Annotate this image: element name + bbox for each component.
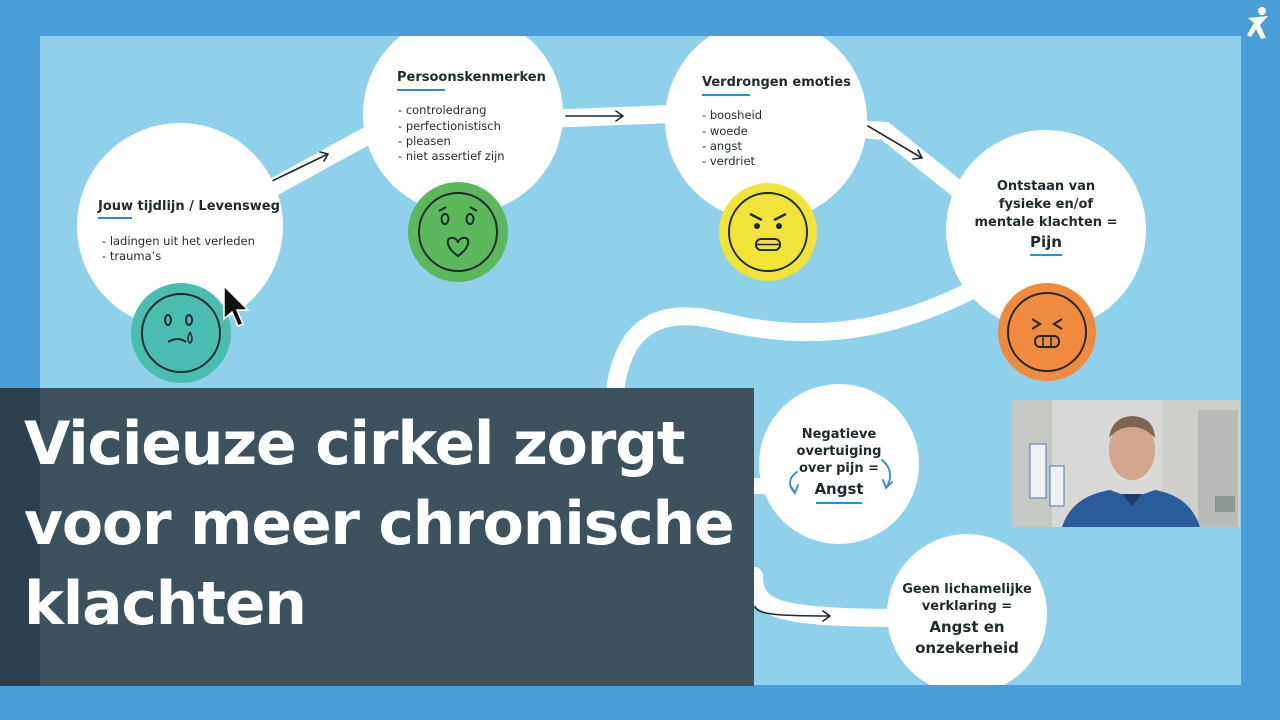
node-item: - angst [702, 139, 742, 153]
mouse-cursor-icon [223, 284, 250, 327]
node-title: Jouw tijdlijn / Levensweg [97, 199, 280, 214]
cycle-arrows-icon [789, 459, 893, 496]
node-item-text: angst [710, 139, 743, 153]
node-big-label: Angst en [929, 618, 1004, 636]
node-item: - verdriet [702, 154, 756, 168]
heart-mouth-face-icon [408, 182, 508, 282]
node-line: fysieke en/of [999, 197, 1094, 212]
node-line: over pijn = [799, 461, 879, 476]
caption-title: Vicieuze cirkel zorgt voor meer chronisc… [24, 409, 735, 639]
node-circle-angst [759, 384, 919, 544]
road-segment [745, 567, 919, 627]
node-circle-tijdlijn [77, 123, 283, 329]
node-item: - perfectionistisch [398, 119, 501, 133]
node-item: - trauma’s [102, 249, 161, 263]
node-circle-verdrongen [665, 36, 867, 221]
person-star-icon [1247, 7, 1268, 39]
node-line: verklaring = [922, 599, 1012, 614]
node-circle-persoonskenmerken [363, 36, 563, 214]
road-segment [604, 282, 979, 425]
node-title: Verdrongen emoties [702, 75, 851, 90]
angry-face-icon [719, 183, 817, 281]
node-item-text: boosheid [710, 108, 762, 122]
node-item-text: niet assertief zijn [406, 149, 505, 163]
node-line: Negatieve [802, 427, 877, 442]
node-line: mentale klachten = [975, 215, 1118, 230]
node-item: - ladingen uit het verleden [102, 234, 255, 248]
node-item-text: trauma’s [110, 249, 161, 263]
node-item-text: woede [710, 124, 748, 138]
node-title: Persoonskenmerken [397, 70, 546, 85]
node-line: Geen lichamelijke [902, 582, 1032, 597]
caption-overlay: Vicieuze cirkel zorgt voor meer chronisc… [0, 388, 754, 686]
node-item-text: pleasen [406, 134, 451, 148]
node-item: - woede [702, 124, 748, 138]
node-line: Ontstaan van [997, 179, 1095, 194]
title-underline [816, 502, 862, 504]
crying-face-icon [131, 283, 231, 383]
node-item-text: ladingen uit het verleden [110, 234, 255, 248]
title-underline [1030, 254, 1062, 256]
vicious-circle-diagram: Jouw tijdlijn / Levensweg - ladingen uit… [77, 36, 1146, 685]
node-item-text: verdriet [710, 154, 756, 168]
title-underline [397, 89, 445, 91]
node-item-text: perfectionistisch [406, 119, 501, 133]
node-item: - boosheid [702, 108, 762, 122]
node-item-text: controledrang [406, 103, 487, 117]
node-circle-pijn [946, 130, 1146, 330]
node-line: overtuiging [797, 444, 882, 459]
road-arrows [269, 110, 923, 622]
title-underline [702, 94, 750, 96]
presenter-webcam [1012, 400, 1240, 527]
node-big-label: Pijn [1030, 233, 1062, 251]
node-big-label: Angst [814, 480, 863, 498]
squinting-face-icon [998, 283, 1096, 381]
node-item: - niet assertief zijn [398, 149, 505, 163]
presenter-video-icon [1012, 400, 1240, 527]
node-circle-onzekerheid [887, 534, 1047, 685]
node-big-label: onzekerheid [915, 639, 1019, 657]
node-item: - controledrang [398, 103, 486, 117]
node-item: - pleasen [398, 134, 451, 148]
caption-accent-stripe [0, 388, 40, 686]
title-underline [98, 217, 132, 219]
